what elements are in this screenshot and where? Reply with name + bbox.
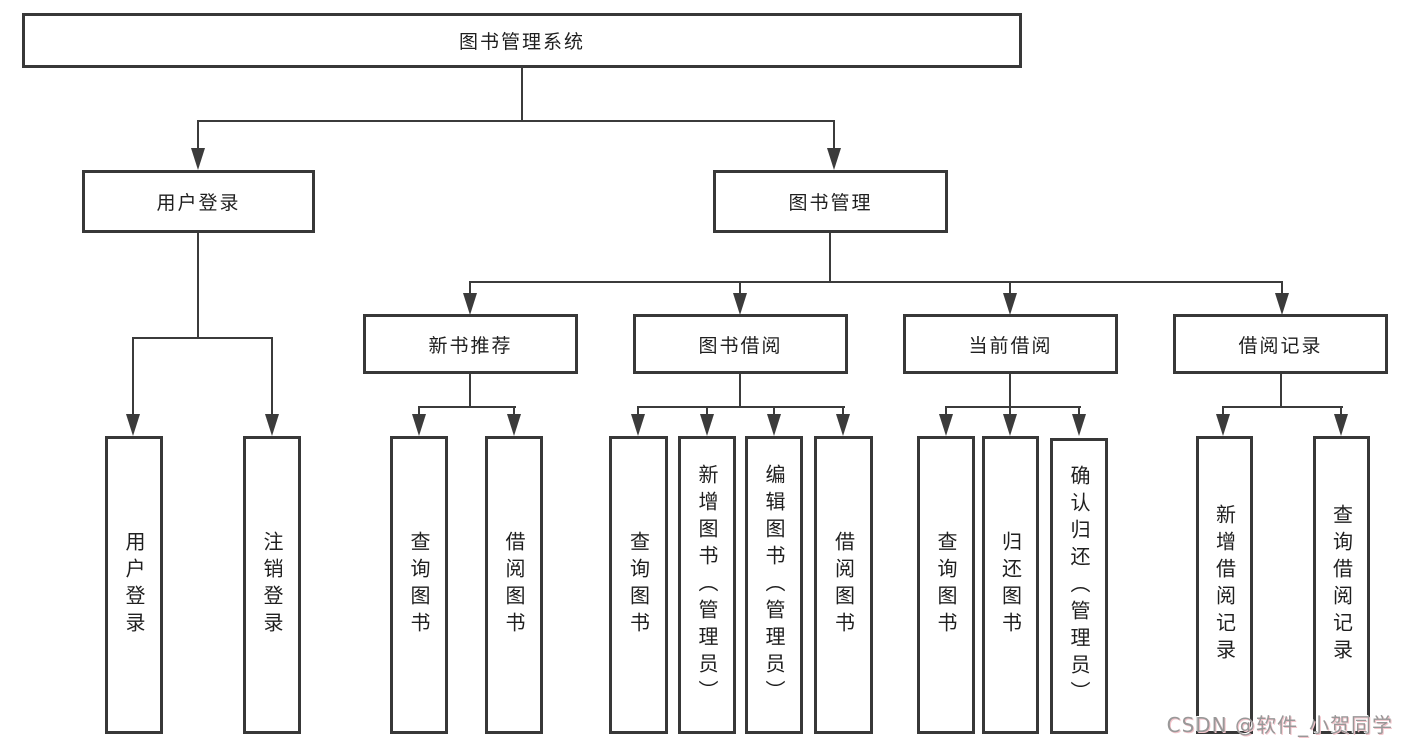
node-label: 确认归还（管理员） — [1067, 464, 1091, 708]
connector-hline — [945, 406, 1081, 408]
connector-vline — [1281, 281, 1283, 297]
connector-vline — [1340, 406, 1342, 417]
node-label: 图书借阅 — [698, 334, 783, 357]
connector-vline — [418, 406, 420, 417]
node-book-borrowing: 图书借阅 — [633, 314, 848, 374]
csdn-watermark: CSDN @软件_小贺同学 — [1166, 713, 1393, 737]
node-user-login: 用户登录 — [82, 170, 315, 233]
node-label: 当前借阅 — [968, 334, 1053, 357]
leaf-confirm-return-admin: 确认归还（管理员） — [1050, 438, 1108, 734]
connector-vline — [1009, 406, 1011, 417]
node-book-management: 图书管理 — [713, 170, 948, 233]
arrowhead-down-icon — [1275, 293, 1289, 315]
connector-vline — [1280, 374, 1282, 407]
connector-hline — [197, 120, 835, 122]
leaf-query-books-current: 查询图书 — [917, 436, 975, 734]
connector-vline — [271, 337, 273, 417]
node-label: 注销登录 — [260, 531, 284, 639]
node-label: 用户登录 — [156, 192, 241, 214]
node-label: 图书管理系统 — [458, 31, 585, 53]
node-label: 借阅图书 — [831, 531, 856, 639]
node-label: 用户登录 — [122, 531, 146, 639]
leaf-borrow-books-borrowing: 借阅图书 — [814, 436, 873, 734]
node-label: 查询图书 — [934, 531, 958, 639]
connector-vline — [513, 406, 515, 417]
node-label: 归还图书 — [998, 531, 1023, 639]
arrowhead-down-icon — [265, 414, 279, 436]
node-label: 编辑图书（管理员） — [762, 463, 786, 707]
connector-vline — [829, 233, 831, 283]
arrowhead-down-icon — [767, 414, 781, 436]
connector-vline — [739, 281, 741, 297]
connector-vline — [1009, 374, 1011, 407]
connector-vline — [773, 406, 775, 417]
arrowhead-down-icon — [1003, 414, 1017, 436]
leaf-edit-book-admin: 编辑图书（管理员） — [745, 436, 803, 734]
leaf-query-borrow-record: 查询借阅记录 — [1313, 436, 1370, 734]
node-label: 借阅图书 — [502, 531, 526, 639]
connector-hline — [1222, 406, 1343, 408]
arrowhead-down-icon — [412, 414, 426, 436]
leaf-add-borrow-record: 新增借阅记录 — [1196, 436, 1253, 734]
connector-vline — [197, 120, 199, 150]
node-label: 查询图书 — [626, 531, 651, 639]
arrowhead-down-icon — [827, 148, 841, 170]
arrowhead-down-icon — [1072, 414, 1086, 436]
leaf-query-books-recommend: 查询图书 — [390, 436, 448, 734]
leaf-return-books: 归还图书 — [982, 436, 1039, 734]
arrowhead-down-icon — [939, 414, 953, 436]
node-label: 新增图书（管理员） — [695, 463, 719, 707]
leaf-add-book-admin: 新增图书（管理员） — [678, 436, 736, 734]
connector-hline — [469, 281, 1283, 283]
arrowhead-down-icon — [126, 414, 140, 436]
node-label: 新增借阅记录 — [1212, 504, 1237, 666]
connector-vline — [833, 120, 835, 150]
arrowhead-down-icon — [733, 293, 747, 315]
arrowhead-down-icon — [1216, 414, 1230, 436]
node-borrowing-records: 借阅记录 — [1173, 314, 1388, 374]
connector-vline — [706, 406, 708, 417]
connector-vline — [197, 233, 199, 339]
node-label: 查询借阅记录 — [1329, 504, 1354, 666]
connector-hline — [637, 406, 845, 408]
connector-vline — [469, 281, 471, 297]
leaf-borrow-books-recommend: 借阅图书 — [485, 436, 543, 734]
arrowhead-down-icon — [631, 414, 645, 436]
connector-vline — [1078, 406, 1080, 417]
leaf-query-books-borrowing: 查询图书 — [609, 436, 668, 734]
connector-vline — [521, 66, 523, 122]
connector-vline — [1009, 281, 1011, 297]
connector-vline — [469, 374, 471, 408]
node-new-book-recommend: 新书推荐 — [363, 314, 578, 374]
arrowhead-down-icon — [700, 414, 714, 436]
node-label: 新书推荐 — [428, 334, 513, 357]
arrowhead-down-icon — [1334, 414, 1348, 436]
node-label: 借阅记录 — [1238, 334, 1323, 357]
node-label: 图书管理 — [788, 192, 873, 214]
arrowhead-down-icon — [1003, 293, 1017, 315]
arrowhead-down-icon — [507, 414, 521, 436]
connector-hline — [418, 406, 516, 408]
connector-vline — [842, 406, 844, 417]
connector-hline — [132, 337, 273, 339]
node-label: 查询图书 — [407, 531, 431, 639]
node-root-library-system: 图书管理系统 — [22, 13, 1022, 68]
arrowhead-down-icon — [463, 293, 477, 315]
leaf-user-login: 用户登录 — [105, 436, 163, 734]
arrowhead-down-icon — [191, 148, 205, 170]
connector-vline — [1222, 406, 1224, 417]
arrowhead-down-icon — [836, 414, 850, 436]
connector-vline — [132, 337, 134, 417]
connector-vline — [739, 374, 741, 407]
node-current-borrowing: 当前借阅 — [903, 314, 1118, 374]
leaf-logout: 注销登录 — [243, 436, 301, 734]
connector-vline — [945, 406, 947, 417]
connector-vline — [637, 406, 639, 417]
